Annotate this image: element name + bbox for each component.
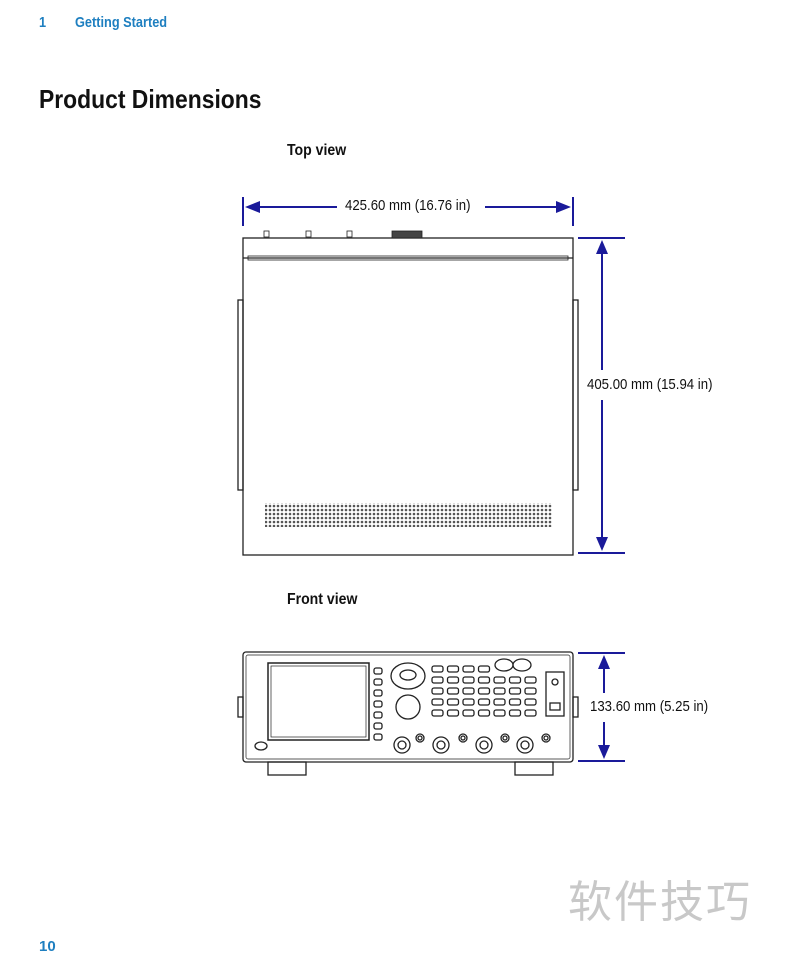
softkey	[373, 733, 383, 741]
softkey	[373, 722, 383, 730]
connector-icon	[479, 740, 489, 750]
front-view-drawing	[237, 651, 579, 776]
keypad-key	[446, 698, 460, 706]
page-number: 10	[39, 938, 56, 955]
keypad-key	[446, 676, 460, 684]
keypad-key	[477, 665, 491, 673]
bnc-connector-icon	[502, 735, 508, 741]
keypad-key	[477, 676, 491, 684]
keypad-key	[524, 687, 537, 695]
front-view-label: Front view	[287, 591, 358, 608]
watermark: 软件技巧	[568, 877, 752, 928]
keypad-key	[431, 687, 444, 695]
keypad-key	[477, 698, 491, 706]
connector-icon	[520, 740, 530, 750]
top-view-label: Top view	[287, 142, 347, 159]
connector-icon	[397, 740, 407, 750]
keypad-key	[508, 698, 522, 706]
keypad-key	[446, 665, 460, 673]
chapter-number: 1	[39, 14, 47, 31]
keypad-key	[462, 709, 475, 717]
keypad-key	[462, 698, 475, 706]
softkey	[373, 667, 383, 675]
keypad-key	[508, 709, 522, 717]
connector-icon	[436, 740, 446, 750]
keypad-key	[493, 698, 506, 706]
top-width-dimension-arrow	[242, 197, 574, 226]
keypad-key	[524, 676, 537, 684]
connector-icon	[393, 736, 411, 754]
softkey	[373, 689, 383, 697]
top-view-drawing	[237, 230, 579, 556]
keypad-key	[493, 676, 506, 684]
keypad-key	[493, 687, 506, 695]
keypad-key	[524, 709, 537, 717]
bnc-connector-icon	[543, 735, 549, 741]
keypad-key	[431, 665, 444, 673]
page-title: Product Dimensions	[39, 84, 262, 114]
keypad-key	[462, 676, 475, 684]
connector-icon	[432, 736, 450, 754]
keypad-key	[462, 687, 475, 695]
top-width-dimension: 425.60 mm (16.76 in)	[345, 197, 471, 214]
connector-icon	[475, 736, 493, 754]
top-depth-dimension: 405.00 mm (15.94 in)	[587, 376, 713, 393]
bnc-connector-icon	[415, 733, 425, 743]
bnc-connector-icon	[541, 733, 551, 743]
keypad-key	[446, 687, 460, 695]
keypad-key	[431, 709, 444, 717]
keypad-key	[446, 709, 460, 717]
softkey	[373, 678, 383, 686]
front-height-dimension-arrow	[578, 652, 625, 762]
chapter-title: Getting Started	[75, 14, 168, 31]
keypad-key	[431, 676, 444, 684]
keypad-key	[462, 665, 475, 673]
front-height-dimension: 133.60 mm (5.25 in)	[590, 698, 709, 715]
keypad-key	[477, 709, 491, 717]
bnc-connector-icon	[500, 733, 510, 743]
top-depth-dimension-arrow	[578, 237, 625, 554]
softkey	[373, 700, 383, 708]
keypad-key	[508, 687, 522, 695]
bnc-connector-icon	[458, 733, 468, 743]
connector-icon	[516, 736, 534, 754]
softkey	[373, 711, 383, 719]
keypad-key	[431, 698, 444, 706]
keypad-key	[477, 687, 491, 695]
keypad-key	[493, 709, 506, 717]
bnc-connector-icon	[460, 735, 466, 741]
keypad-key	[524, 698, 537, 706]
keypad-key	[508, 676, 522, 684]
bnc-connector-icon	[417, 735, 423, 741]
